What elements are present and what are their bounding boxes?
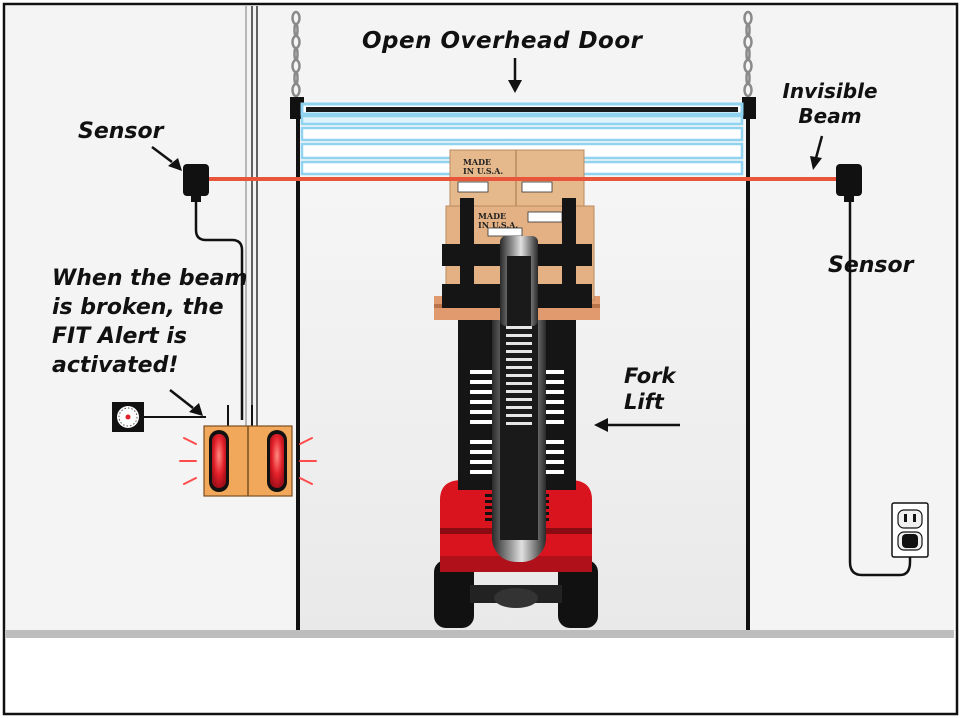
forklift-arrow — [594, 418, 680, 432]
label-line: When the beam — [52, 266, 248, 291]
label-sensor-left: Sensor — [78, 119, 164, 144]
box-print-made-in-usa: MADE IN U.S.A. — [463, 158, 503, 176]
label-line: Lift — [624, 390, 664, 414]
floor-edge — [6, 630, 954, 638]
door-frame-right — [746, 110, 750, 632]
label-open-overhead-door: Open Overhead Door — [362, 28, 643, 54]
label-fit-alert-activated: When the beam is broken, the FIT Alert i… — [52, 264, 247, 380]
box-print-made-in-usa: MADE IN U.S.A. — [478, 212, 518, 230]
sensor-icon — [836, 164, 912, 577]
label-line: Beam — [798, 104, 862, 128]
sensor-left-arrow — [151, 146, 182, 171]
label-line: is broken, the — [52, 295, 224, 320]
label-sensor-right: Sensor — [828, 253, 914, 278]
label-line: Fork — [624, 364, 676, 388]
box-print-line: MADE — [463, 157, 492, 167]
label-line: activated! — [52, 353, 179, 378]
box-print-line: IN U.S.A. — [478, 220, 519, 230]
chain-icon — [743, 10, 753, 98]
chain-icon — [291, 10, 301, 98]
label-line: Invisible — [782, 79, 878, 103]
forklift-wheel-right — [558, 560, 598, 628]
forklift-wheel-left — [434, 560, 474, 628]
door-frame-left — [296, 110, 300, 632]
timer-dial-icon — [112, 402, 144, 432]
alarm-light-icon — [179, 405, 317, 497]
label-fork-lift: Fork Lift — [624, 363, 675, 415]
floor — [6, 638, 954, 710]
box-print-line: MADE — [478, 211, 507, 221]
alert-arrow — [169, 389, 203, 416]
beam-arrow — [810, 135, 824, 170]
label-invisible-beam: Invisible Beam — [780, 79, 880, 129]
door-arrow — [508, 58, 522, 93]
sensor-icon — [183, 164, 244, 420]
power-outlet-icon — [891, 502, 929, 558]
box-print-line: IN U.S.A. — [463, 166, 504, 176]
label-line: FIT Alert is — [52, 324, 188, 349]
